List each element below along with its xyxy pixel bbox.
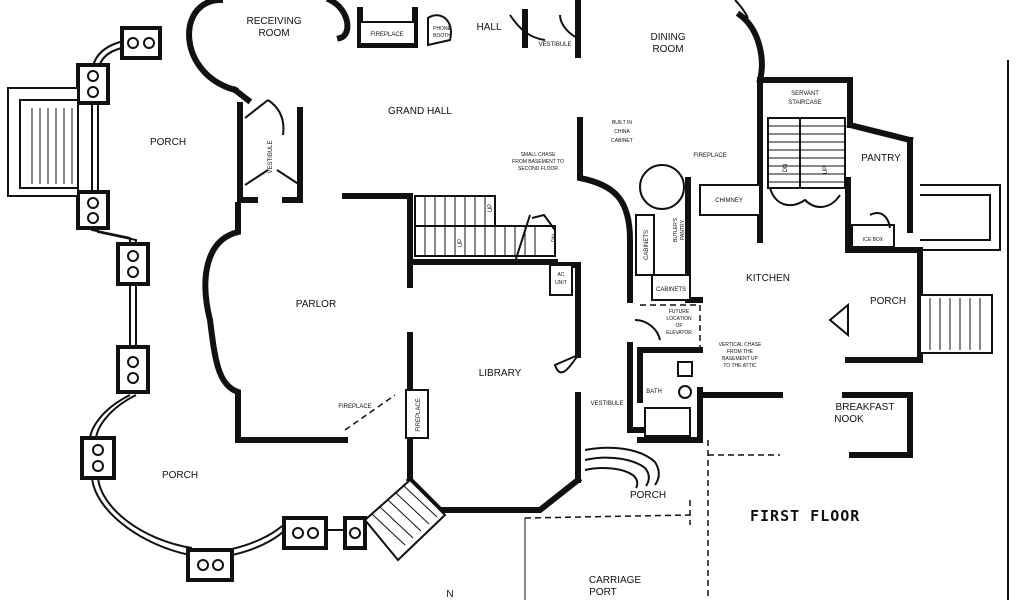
hall-label: HALL bbox=[476, 22, 501, 33]
servant-staircase-label-1: SERVANT bbox=[791, 91, 819, 97]
vertical-chase-label-4: TO THE ATTIC bbox=[723, 363, 757, 369]
bath-label: BATH bbox=[646, 389, 662, 395]
china-cabinet-label-2: CHINA bbox=[614, 129, 630, 135]
small-chase-label-1: SMALL CHASE bbox=[521, 152, 556, 158]
future-elevator-label-4: ELEVATOR bbox=[666, 330, 692, 336]
pier-9 bbox=[343, 516, 367, 550]
carriage-port-label-1: CARRIAGE bbox=[589, 575, 642, 586]
butlers-pantry-label-2: PANTRY bbox=[680, 219, 686, 239]
small-chase-label-2: FROM BASEMENT TO bbox=[512, 159, 564, 165]
china-cabinet-label-1: BUILT IN bbox=[612, 120, 632, 126]
hall-fireplace-label: FIREPLACE bbox=[370, 32, 403, 38]
butlers-pantry-label-1: BUTLER'S bbox=[673, 217, 679, 242]
stair-up-servant: UP bbox=[823, 166, 829, 174]
pier-6 bbox=[80, 436, 116, 480]
cabinets-box bbox=[651, 274, 691, 301]
bathtub bbox=[644, 407, 691, 437]
pier-8 bbox=[282, 516, 328, 550]
vertical-chase-label-2: FROM THE bbox=[727, 349, 754, 355]
pier-4 bbox=[116, 242, 150, 286]
porch-piers bbox=[76, 26, 367, 582]
porch-south-label: PORCH bbox=[630, 490, 666, 501]
future-elevator-label-3: OF bbox=[676, 323, 683, 329]
cabinets-label: CABINETS bbox=[656, 287, 686, 293]
north-marker: N bbox=[446, 589, 453, 600]
phone-booth-label-1: PHONE bbox=[433, 26, 451, 32]
porch-east-label: PORCH bbox=[870, 296, 906, 307]
carriage-port-label-2: PORT bbox=[589, 587, 617, 598]
servant-staircase-steps bbox=[767, 117, 846, 208]
ac-unit-label-1: AC bbox=[558, 272, 565, 278]
china-cabinet-label-3: CABINET bbox=[611, 138, 633, 144]
labels: RECEIVING ROOM HALL DINING ROOM GRAND HA… bbox=[150, 16, 906, 600]
kitchen-label: KITCHEN bbox=[746, 273, 790, 284]
phone-booth-shape bbox=[427, 14, 452, 47]
future-elevator-label-1: FUTURE bbox=[669, 309, 690, 315]
doors bbox=[244, 0, 891, 374]
southwest-steps bbox=[363, 478, 447, 562]
cabinets-vertical-label: CABINETS bbox=[644, 230, 650, 260]
pantry-label: PANTRY bbox=[861, 153, 901, 164]
chimney-box bbox=[699, 184, 761, 216]
stair-up-lower: UP bbox=[458, 239, 464, 247]
ac-unit-label-2: UNIT bbox=[555, 280, 567, 286]
porch-southwest-label: PORCH bbox=[162, 470, 198, 481]
small-chase-label-3: SECOND FLOOR bbox=[518, 166, 558, 172]
breakfast-nook-label-1: BREAKFAST bbox=[836, 402, 895, 413]
pier-7 bbox=[186, 548, 234, 582]
phone-booth-label-2: BOOTH bbox=[433, 33, 451, 39]
parlor-fireplace-vertical-label: FIREPLACE bbox=[416, 398, 422, 431]
dining-room-label-2: ROOM bbox=[652, 44, 683, 55]
parlor-label: PARLOR bbox=[296, 299, 336, 310]
vestibule-south-label: VESTIBULE bbox=[590, 401, 623, 407]
porch-west-label: PORCH bbox=[150, 137, 186, 148]
floor-title: FIRST FLOOR bbox=[750, 507, 860, 525]
parlor-fireplace-label: FIREPLACE bbox=[338, 404, 371, 410]
receiving-room-label-1: RECEIVING bbox=[246, 16, 301, 27]
north-east-walkway bbox=[920, 184, 1001, 251]
servant-staircase-label-2: STAIRCASE bbox=[788, 100, 822, 106]
breakfast-nook-label-2: NOOK bbox=[834, 414, 864, 425]
cabinets-vertical-box bbox=[635, 214, 655, 276]
hall-fireplace bbox=[359, 21, 416, 45]
ac-unit-box bbox=[549, 264, 573, 296]
toilet bbox=[678, 385, 692, 399]
parlor-fireplace-vertical bbox=[405, 389, 429, 439]
chimney-label: CHIMNEY bbox=[715, 198, 743, 204]
pier-2 bbox=[76, 63, 110, 105]
main-staircase bbox=[414, 195, 556, 263]
future-elevator-label-2: LOCATION bbox=[666, 316, 692, 322]
pier-3 bbox=[76, 190, 110, 230]
china-cabinet-round bbox=[639, 164, 685, 210]
sink bbox=[677, 361, 693, 377]
west-steps bbox=[7, 87, 79, 197]
stair-dn-main: DN bbox=[552, 234, 558, 243]
grand-hall-label: GRAND HALL bbox=[388, 106, 452, 117]
dining-room-label-1: DINING bbox=[651, 32, 686, 43]
pier-1 bbox=[120, 26, 162, 60]
dashed-lines bbox=[524, 304, 780, 600]
south-entry-steps bbox=[584, 446, 660, 489]
receiving-room-label-2: ROOM bbox=[258, 28, 289, 39]
library-label: LIBRARY bbox=[479, 368, 522, 379]
east-steps bbox=[919, 294, 993, 354]
vestibule-west-label: VESTIBULE bbox=[268, 140, 274, 173]
vertical-chase-label-3: BASEMENT UP bbox=[722, 356, 758, 362]
vestibule-north-label: VESTIBULE bbox=[538, 42, 571, 48]
stair-dn-servant: DN bbox=[783, 164, 789, 173]
ice-box-label: ICE BOX bbox=[863, 237, 884, 243]
ice-box bbox=[851, 224, 895, 248]
kitchen-fireplace-label: FIREPLACE bbox=[693, 153, 726, 159]
pier-5 bbox=[116, 345, 150, 394]
vertical-chase-label-1: VERTICAL CHASE bbox=[719, 342, 762, 348]
walls bbox=[186, 0, 1009, 600]
stair-up-main: UP bbox=[488, 204, 494, 212]
fixtures bbox=[344, 14, 895, 439]
